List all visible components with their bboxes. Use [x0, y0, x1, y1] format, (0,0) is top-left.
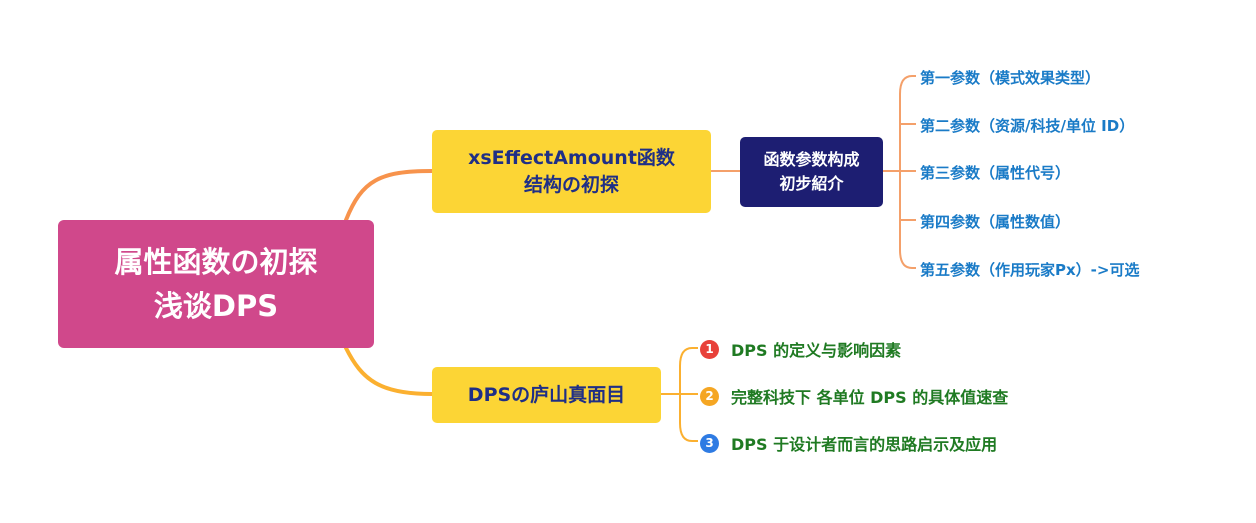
- branch-dps: DPSの庐山真面目: [432, 367, 661, 423]
- root-topic-line-1: 属性函数の初探: [114, 245, 318, 279]
- list-item-dps-lookup: 2 完整科技下 各单位 DPS 的具体值速查: [700, 384, 1008, 408]
- branch-dps-label: DPSの庐山真面目: [467, 383, 626, 406]
- root-topic-line-2: 浅谈DPS: [153, 289, 279, 323]
- list-item-text: DPS 的定义与影响因素: [731, 341, 902, 360]
- list-item-dps-design: 3 DPS 于设计者而言的思路启示及应用: [700, 431, 997, 455]
- root-topic: 属性函数の初探 浅谈DPS: [58, 220, 374, 348]
- leaf-parameter-1: 第一参数（模式效果类型）: [920, 69, 1101, 87]
- subtopic-parameters-line-1: 函数参数构成: [763, 150, 860, 169]
- connector-branch2-items: [661, 347, 698, 442]
- connector-sub-leaves: [883, 75, 916, 269]
- connector-root-branch2: [344, 346, 434, 396]
- list-item-text: 完整科技下 各单位 DPS 的具体值速查: [731, 388, 1009, 407]
- number-marker-icon: 2: [700, 386, 719, 406]
- leaf-parameter-4: 第四参数（属性数值）: [920, 213, 1071, 231]
- subtopic-parameters-line-2: 初步紹介: [779, 174, 844, 193]
- branch-effect-amount: xsEffectAmount函数 结构の初探: [432, 130, 711, 213]
- number-marker-icon: 1: [700, 339, 719, 359]
- branch-effect-amount-line-1: xsEffectAmount函数: [468, 146, 675, 169]
- subtopic-parameters: 函数参数构成 初步紹介: [740, 137, 883, 207]
- connector-root-branch1: [344, 169, 434, 222]
- branch-effect-amount-line-2: 结构の初探: [523, 173, 619, 196]
- leaf-parameter-5: 第五参数（作用玩家Px）->可选: [920, 261, 1140, 279]
- list-item-dps-definition: 1 DPS 的定义与影响因素: [700, 337, 901, 361]
- leaf-parameter-3: 第三参数（属性代号）: [920, 164, 1071, 182]
- list-item-text: DPS 于设计者而言的思路启示及应用: [731, 435, 998, 454]
- leaf-parameter-2: 第二参数（资源/科技/单位 ID）: [920, 117, 1135, 135]
- number-marker-icon: 3: [700, 433, 719, 453]
